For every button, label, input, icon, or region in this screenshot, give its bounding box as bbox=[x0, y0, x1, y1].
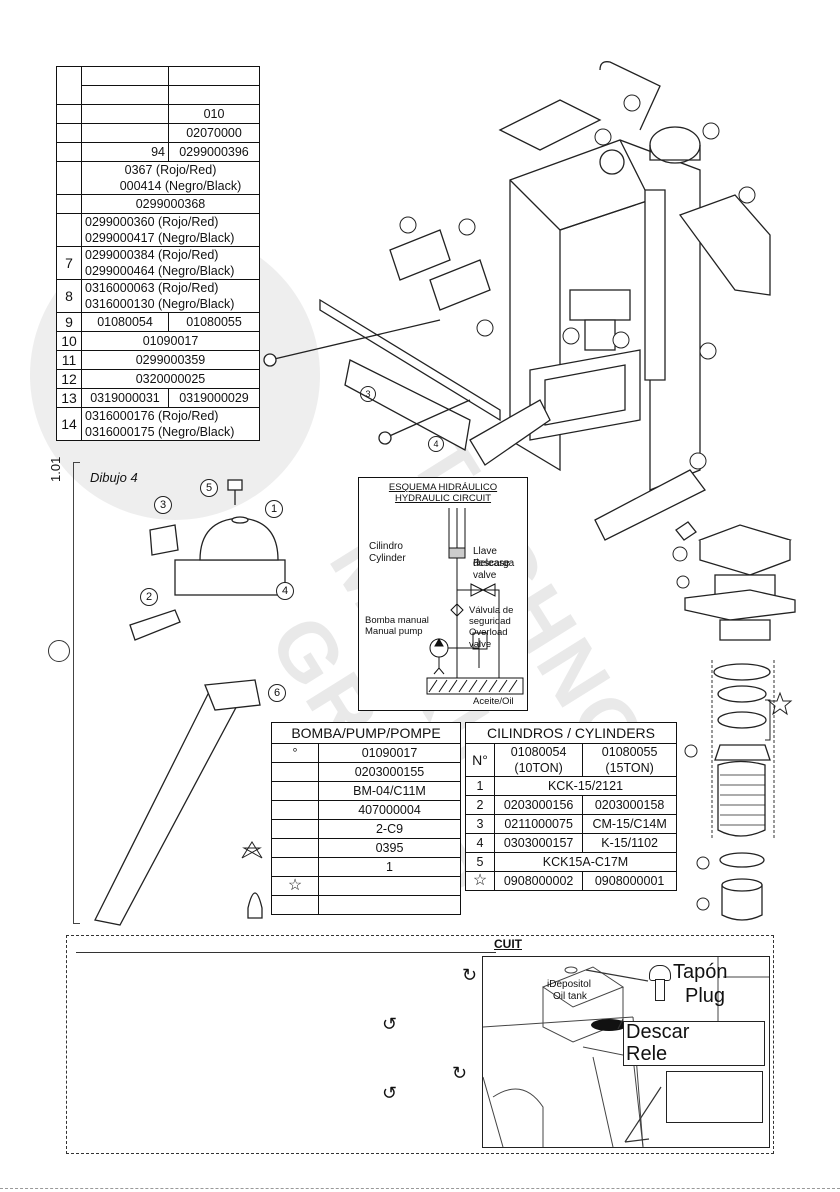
release-label-en: Rele bbox=[626, 1043, 668, 1065]
table-row: 407000004 bbox=[271, 800, 461, 820]
table-row: 010 bbox=[56, 104, 260, 124]
photo-drawing bbox=[483, 957, 769, 1147]
table-row: 0395 bbox=[271, 838, 461, 858]
cylinder-label: Cilindro bbox=[369, 541, 403, 552]
pump-callout-6: 6 bbox=[268, 684, 286, 702]
oil-label: Aceite/Oil bbox=[473, 696, 514, 707]
cylinder-label-en: Cylinder bbox=[369, 553, 406, 564]
table-row bbox=[271, 895, 461, 915]
rotate-icon-4: ↻ bbox=[452, 1063, 468, 1083]
table-row: °01090017 bbox=[271, 743, 461, 763]
pump-callout-1: 1 bbox=[265, 500, 283, 518]
hydraulic-subtitle: HYDRAULIC CIRCUIT bbox=[394, 493, 492, 504]
bottom-section bbox=[66, 935, 774, 1154]
table-row: 0203000155 bbox=[271, 762, 461, 782]
pump-callout-3: 3 bbox=[154, 496, 172, 514]
bottom-divider bbox=[76, 952, 496, 953]
release-valve-label-en: Release valve bbox=[473, 558, 510, 581]
table-row: 02070000 bbox=[56, 123, 260, 143]
table-header: N°01080054(10TON)01080055(15TON) bbox=[465, 743, 677, 777]
pump-callout-5: 5 bbox=[200, 479, 218, 497]
side-bracket bbox=[73, 462, 80, 924]
table-row bbox=[57, 85, 260, 105]
rotate-icon-1: ↻ bbox=[462, 965, 478, 985]
overload-valve-label-2: seguridad bbox=[469, 616, 511, 627]
table-row: ☆ bbox=[271, 876, 461, 896]
hydraulic-circuit: ESQUEMA HIDRÁULICO HYDRAULIC CIRCUIT Cil… bbox=[358, 477, 528, 711]
table-row: 0367 (Rojo/Red)000414 (Negro/Black) bbox=[56, 161, 260, 195]
hydraulic-title: ESQUEMA HIDRÁULICO bbox=[388, 482, 498, 493]
oil-tank-label: iDepositol bbox=[547, 979, 591, 990]
table-header: BOMBA/PUMP/POMPE bbox=[271, 722, 461, 744]
callout-3: 3 bbox=[360, 386, 376, 402]
photo-panel: iDepositol Oil tank Tapón Plug Descar Re… bbox=[482, 956, 770, 1148]
table-row: 2-C9 bbox=[271, 819, 461, 839]
overload-valve-label: Válvula de bbox=[469, 605, 514, 616]
plug-stem bbox=[655, 979, 665, 1001]
plug-label: Tapón bbox=[673, 961, 728, 983]
table-header: CILINDROS / CYLINDERS bbox=[465, 722, 677, 744]
table-row: 1 bbox=[271, 857, 461, 877]
rotate-icon-3: ↺ bbox=[382, 1083, 398, 1103]
table-row: 0299000360 (Rojo/Red)0299000417 (Negro/B… bbox=[56, 213, 260, 247]
table-row: 0299000368 bbox=[56, 194, 260, 214]
release-label-box bbox=[623, 1021, 765, 1066]
pump-callout-2: 2 bbox=[140, 588, 158, 606]
rotate-icon-2: ↺ bbox=[382, 1014, 398, 1034]
release-valve-label: Llave descarga bbox=[473, 546, 515, 569]
cylinders-table: CILINDROS / CYLINDERS N°01080054(10TON)0… bbox=[465, 722, 677, 891]
cut-line bbox=[0, 1188, 840, 1189]
hydraulic-schematic bbox=[426, 508, 524, 695]
pump-callout-4: 4 bbox=[276, 582, 294, 600]
bottom-heading: CUIT bbox=[494, 937, 522, 951]
table-row: BM-04/C11M bbox=[271, 781, 461, 801]
manual-pump-label-en: Manual pump bbox=[365, 626, 423, 637]
callout-4: 4 bbox=[428, 436, 444, 452]
manual-pump-label: Bomba manual bbox=[365, 615, 429, 626]
overload-valve-label-en: Overload valve bbox=[469, 627, 508, 650]
release-label: Descar bbox=[626, 1021, 690, 1043]
pump-table: BOMBA/PUMP/POMPE °01090017 0203000155 BM… bbox=[271, 722, 461, 915]
drawing-title: Dibujo 4 bbox=[90, 470, 138, 485]
table-row bbox=[56, 66, 260, 105]
empty-label-box bbox=[666, 1071, 763, 1123]
oil-tank-label-en: Oil tank bbox=[553, 991, 587, 1002]
side-circle bbox=[48, 640, 70, 662]
plug-label-en: Plug bbox=[685, 985, 726, 1007]
